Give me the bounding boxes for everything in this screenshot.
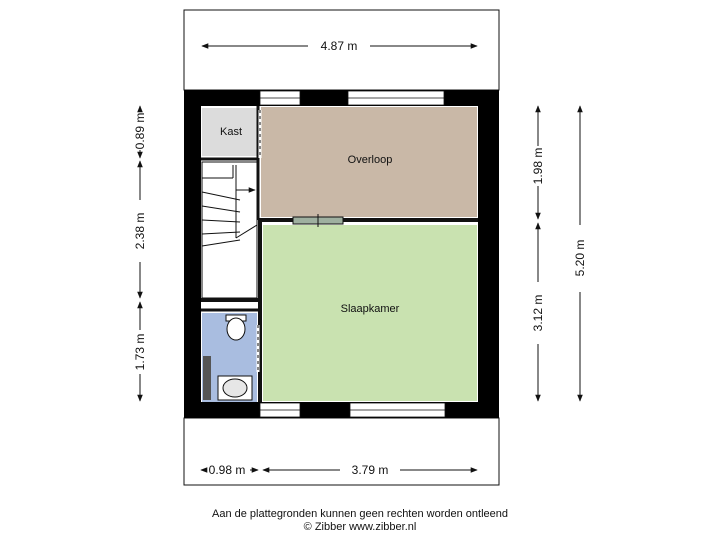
sink-icon: [217, 375, 253, 401]
dim-label-right-inner-bottom: 3.12 m: [531, 295, 545, 332]
staircase: [201, 161, 258, 299]
dim-label-bottom-left: 0.98 m: [209, 463, 246, 477]
radiator-icon: [203, 356, 211, 400]
toilet-icon: [225, 314, 247, 341]
room-kast: [202, 108, 258, 156]
footer-copyright: © Zibber www.zibber.nl: [303, 521, 417, 533]
roof-outline-bottom: [183, 417, 500, 486]
room-slaapkamer: [263, 225, 477, 401]
room-overloop: [261, 107, 477, 217]
footer-disclaimer: Aan de plattegronden kunnen geen rechten…: [211, 508, 508, 520]
dim-label-left-bottom: 1.73 m: [133, 334, 147, 371]
dim-label-right-outer: 5.20 m: [573, 240, 587, 277]
room-label-kast: Kast: [220, 126, 242, 138]
roof-outline-top: [183, 9, 500, 91]
dim-label-bottom-right: 3.79 m: [352, 463, 389, 477]
room-label-overloop: Overloop: [348, 154, 393, 166]
dim-label-left-top: 0.89 m: [133, 113, 147, 150]
windows-bottom: [259, 402, 446, 418]
dim-label-right-inner-top: 1.98 m: [531, 148, 545, 185]
dim-label-left-middle: 2.38 m: [133, 213, 147, 250]
windows-top: [259, 90, 445, 106]
room-label-slaapkamer: Slaapkamer: [341, 303, 400, 315]
dim-label-top: 4.87 m: [321, 39, 358, 53]
